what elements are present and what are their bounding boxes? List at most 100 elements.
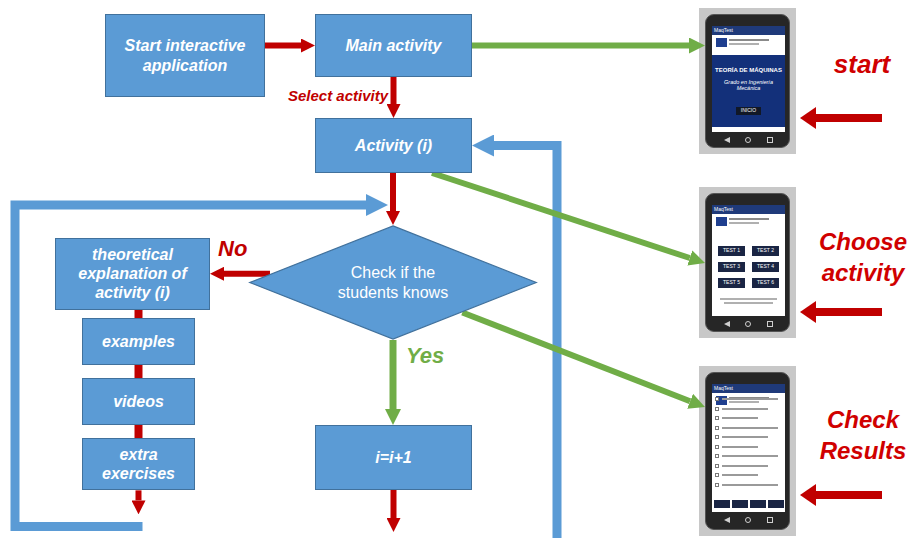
node-text: extra exercises bbox=[89, 445, 188, 483]
photo-ground bbox=[699, 366, 796, 536]
connector-line bbox=[136, 490, 142, 500]
connector-line bbox=[390, 340, 397, 409]
screen-text: TEST 1 bbox=[718, 246, 745, 256]
phone-screenshot: MaqTest bbox=[705, 372, 790, 530]
node-text: i=i+1 bbox=[375, 448, 411, 467]
process-box: examples bbox=[82, 318, 195, 365]
question-text-line bbox=[722, 398, 778, 400]
footer-text-line bbox=[720, 298, 777, 300]
screen-text: TEORÍA DE MÁQUINAS bbox=[714, 67, 783, 74]
photo-ground bbox=[699, 8, 796, 154]
screen-text: TEST 4 bbox=[752, 262, 779, 272]
nav-recent bbox=[767, 137, 773, 143]
connector bbox=[265, 45, 301, 46]
screen-text: TEST 2 bbox=[752, 246, 779, 256]
connector-line bbox=[265, 43, 301, 49]
screen-text: INICIO bbox=[736, 107, 761, 115]
question-text-line bbox=[722, 408, 768, 410]
university-logo bbox=[716, 217, 727, 226]
screen-text: TEST 3 bbox=[718, 262, 745, 272]
screen-text: TEST 6 bbox=[752, 278, 779, 288]
process-box: extra exercises bbox=[82, 438, 195, 490]
connector bbox=[472, 45, 689, 46]
decision-diamond: Check if the students knows bbox=[248, 225, 538, 340]
action-button bbox=[714, 500, 730, 508]
nav-recent bbox=[767, 321, 773, 327]
connector bbox=[393, 173, 394, 211]
connector bbox=[138, 425, 139, 438]
connector bbox=[462, 313, 690, 402]
connector-line bbox=[224, 271, 270, 277]
connector bbox=[224, 273, 270, 274]
pointer-arrow-head bbox=[800, 107, 816, 129]
nav-back bbox=[724, 137, 730, 143]
action-button bbox=[732, 500, 748, 508]
screen-text: TEST 5 bbox=[718, 278, 745, 288]
process-box: theoretical explanation of activity (i) bbox=[55, 238, 210, 310]
nav-home bbox=[745, 517, 751, 523]
edge-label: Select activity bbox=[262, 87, 388, 104]
diamond-outline bbox=[248, 225, 538, 340]
footer-text-line bbox=[724, 302, 773, 304]
logo-text-line bbox=[729, 222, 759, 224]
node-text: examples bbox=[102, 332, 175, 351]
action-button bbox=[768, 500, 784, 508]
question-text-line bbox=[722, 474, 758, 476]
checkbox bbox=[715, 445, 719, 449]
connector-line bbox=[472, 43, 689, 49]
nav-back bbox=[724, 321, 730, 327]
node-text: Main activity bbox=[345, 36, 441, 55]
nav-back bbox=[724, 517, 730, 523]
photo-ground bbox=[699, 187, 796, 338]
checkbox bbox=[715, 407, 719, 411]
process-box: videos bbox=[82, 378, 195, 425]
logo-text-line bbox=[729, 401, 759, 403]
pointer-arrow bbox=[812, 114, 882, 122]
question-text-line bbox=[722, 446, 758, 448]
connector-line bbox=[390, 173, 396, 211]
question-text-line bbox=[722, 455, 778, 457]
connector-line bbox=[432, 173, 690, 258]
connector-line bbox=[391, 490, 397, 518]
logo-text-line bbox=[729, 39, 769, 41]
nav-recent bbox=[767, 517, 773, 523]
callout-label: Choose activity bbox=[813, 226, 913, 288]
connector-line bbox=[135, 310, 143, 318]
pointer-arrow-head bbox=[800, 301, 816, 323]
diamond-shape bbox=[250, 226, 537, 339]
node-text: theoretical explanation of activity (i) bbox=[62, 245, 203, 303]
connector-line bbox=[135, 365, 143, 378]
question-text-line bbox=[722, 465, 768, 467]
nav-home bbox=[745, 321, 751, 327]
connector-line bbox=[391, 77, 397, 104]
connector bbox=[432, 173, 690, 258]
logo-text-line bbox=[729, 218, 769, 220]
screen-text: MaqTest bbox=[714, 207, 782, 213]
connector-line bbox=[15, 205, 366, 526]
connector bbox=[138, 365, 139, 378]
question-text-line bbox=[722, 436, 768, 438]
screen-text: MaqTest bbox=[714, 386, 782, 392]
node-text: Check if the students knows bbox=[323, 263, 463, 303]
checkbox bbox=[715, 473, 719, 477]
checkbox bbox=[715, 435, 719, 439]
question-text-line bbox=[722, 417, 758, 419]
checkbox bbox=[715, 397, 719, 401]
edge-label: No bbox=[218, 236, 258, 262]
phone-screenshot: MaqTestTEORÍA DE MÁQUINASGrado en Ingeni… bbox=[705, 14, 790, 148]
screen-text: Grado en Ingeniería Mecánica bbox=[720, 79, 777, 92]
university-logo bbox=[716, 38, 727, 47]
process-box: i=i+1 bbox=[315, 425, 472, 490]
process-box: Activity (i) bbox=[315, 118, 472, 173]
pointer-arrow-head bbox=[800, 484, 816, 506]
logo-text-line bbox=[729, 43, 759, 45]
connector-line bbox=[462, 313, 690, 402]
node-text: Start interactive application bbox=[112, 36, 258, 74]
checkbox bbox=[715, 454, 719, 458]
node-text: videos bbox=[113, 392, 164, 411]
checkbox bbox=[715, 464, 719, 468]
node-text: Activity (i) bbox=[355, 136, 432, 155]
edge-label: Yes bbox=[406, 343, 456, 369]
connector bbox=[393, 77, 394, 104]
